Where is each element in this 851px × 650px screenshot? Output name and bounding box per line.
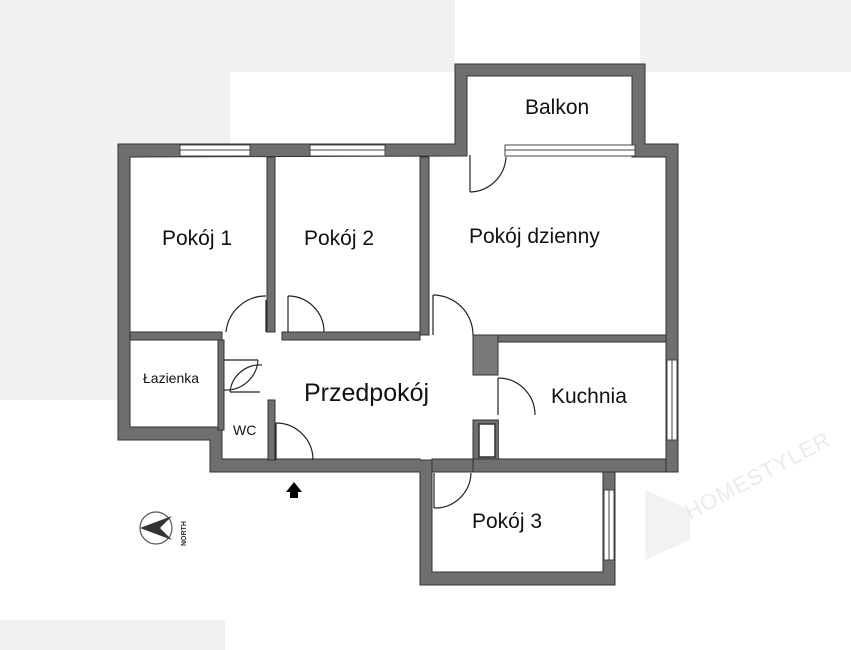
doors bbox=[223, 155, 536, 509]
room-label-przedpokoj: Przedpokój bbox=[304, 379, 429, 407]
windows bbox=[179, 144, 678, 561]
room-label-pokoj-3: Pokój 3 bbox=[472, 510, 542, 533]
room-label-kuchnia: Kuchnia bbox=[551, 385, 627, 408]
room-label-pokoj-2: Pokój 2 bbox=[304, 227, 374, 250]
room-label-pokoj-1: Pokój 1 bbox=[162, 227, 232, 250]
room-floors bbox=[131, 77, 665, 571]
room-label-wc: WC bbox=[233, 422, 256, 438]
room-label-balkon: Balkon bbox=[525, 96, 589, 119]
walls bbox=[117, 63, 679, 586]
room-label-lazienka: Łazienka bbox=[143, 370, 199, 386]
compass-icon: NORTH bbox=[139, 511, 188, 546]
compass-label: NORTH bbox=[181, 521, 188, 546]
watermark-text: HOMESTYLER bbox=[681, 426, 835, 524]
room-label-pokoj-dzienny: Pokój dzienny bbox=[469, 225, 600, 248]
entrance-arrow-icon bbox=[286, 482, 302, 498]
